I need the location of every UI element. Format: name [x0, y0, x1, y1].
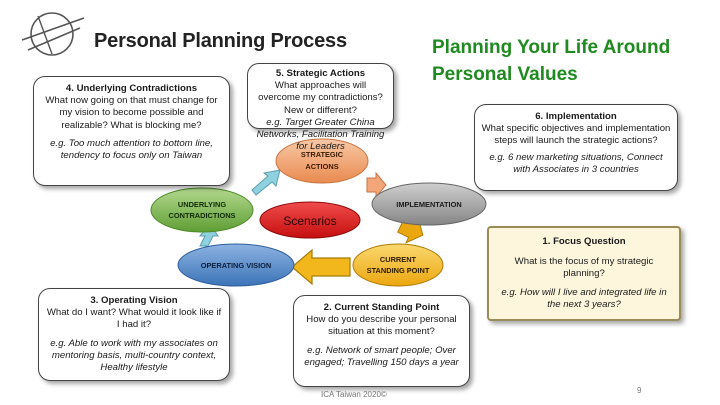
box-example: e.g. 6 new marketing situations, Connect… — [489, 151, 663, 175]
box-heading: 2. Current Standing Point — [323, 302, 440, 313]
box-question: What approaches will overcome my contrad… — [258, 80, 383, 116]
box-heading: 4. Underlying Contradictions — [65, 83, 198, 94]
arrow-underlying-to-strategic — [251, 169, 281, 196]
arrow-current-to-operating — [291, 248, 351, 286]
label-implementation: IMPLEMENTATION — [396, 200, 461, 209]
subtitle-line-2: Personal Values — [432, 64, 578, 85]
box-example: e.g. Target Greater China Networks, Faci… — [256, 116, 385, 153]
box-operating-vision: 3. Operating Vision What do I want? What… — [38, 288, 230, 381]
oval-scenarios-center: Scenarios — [259, 201, 361, 239]
subtitle-line-1: Planning Your Life Around — [432, 37, 671, 58]
oval-strategic-actions: STRATEGIC ACTIONS — [275, 138, 369, 184]
box-heading: 1. Focus Question — [542, 236, 626, 247]
page-number: 9 — [637, 386, 642, 395]
box-heading: 3. Operating Vision — [90, 295, 178, 306]
box-question: How do you describe your personal situat… — [306, 314, 457, 338]
label-strategic-l1: STRATEGIC — [301, 150, 344, 159]
oval-underlying-contradictions: UNDERLYING CONTRADICTIONS — [150, 187, 254, 233]
box-example: e.g. How will I live and integrated life… — [501, 286, 667, 310]
page-title: Personal Planning Process — [94, 30, 347, 52]
label-current-l1: CURRENT — [380, 255, 417, 264]
box-underlying-contradictions: 4. Underlying Contradictions What now go… — [33, 76, 230, 186]
footer-copyright: ICA Taiwan 2020© — [321, 390, 387, 399]
box-example: e.g. Too much attention to bottom line, … — [50, 137, 213, 162]
label-current-l2: STANDING POINT — [367, 266, 430, 275]
box-question: What now going on that must change for m… — [45, 95, 218, 131]
arrow-strategic-to-implementation — [366, 171, 387, 199]
label-underlying-l2: CONTRADICTIONS — [169, 211, 236, 220]
box-heading: 5. Strategic Actions — [275, 68, 366, 79]
box-strategic-actions: 5. Strategic Actions What approaches wil… — [247, 63, 394, 152]
label-operating: OPERATING VISION — [201, 261, 272, 270]
box-question: What is the focus of my strategic planni… — [514, 256, 654, 280]
box-question: What do I want? What would it look like … — [46, 307, 222, 331]
box-focus-question: 1. Focus Question What is the focus of m… — [487, 226, 681, 321]
label-underlying-l1: UNDERLYING — [178, 200, 226, 209]
oval-implementation: IMPLEMENTATION — [371, 182, 487, 226]
ica-logo — [21, 12, 85, 56]
box-example: e.g. Able to work with my associates on … — [50, 337, 218, 374]
box-question: What specific objectives and implementat… — [481, 123, 671, 147]
box-current-standing-point: 2. Current Standing Point How do you des… — [293, 295, 470, 387]
box-implementation: 6. Implementation What specific objectiv… — [474, 104, 678, 191]
box-heading: 6. Implementation — [535, 111, 617, 122]
oval-operating-vision: OPERATING VISION — [177, 243, 295, 287]
label-strategic-l2: ACTIONS — [305, 162, 338, 171]
oval-current-standing-point: CURRENT STANDING POINT — [352, 243, 444, 287]
label-scenarios: Scenarios — [283, 214, 336, 228]
box-example: e.g. Network of smart people; Over engag… — [304, 344, 459, 368]
